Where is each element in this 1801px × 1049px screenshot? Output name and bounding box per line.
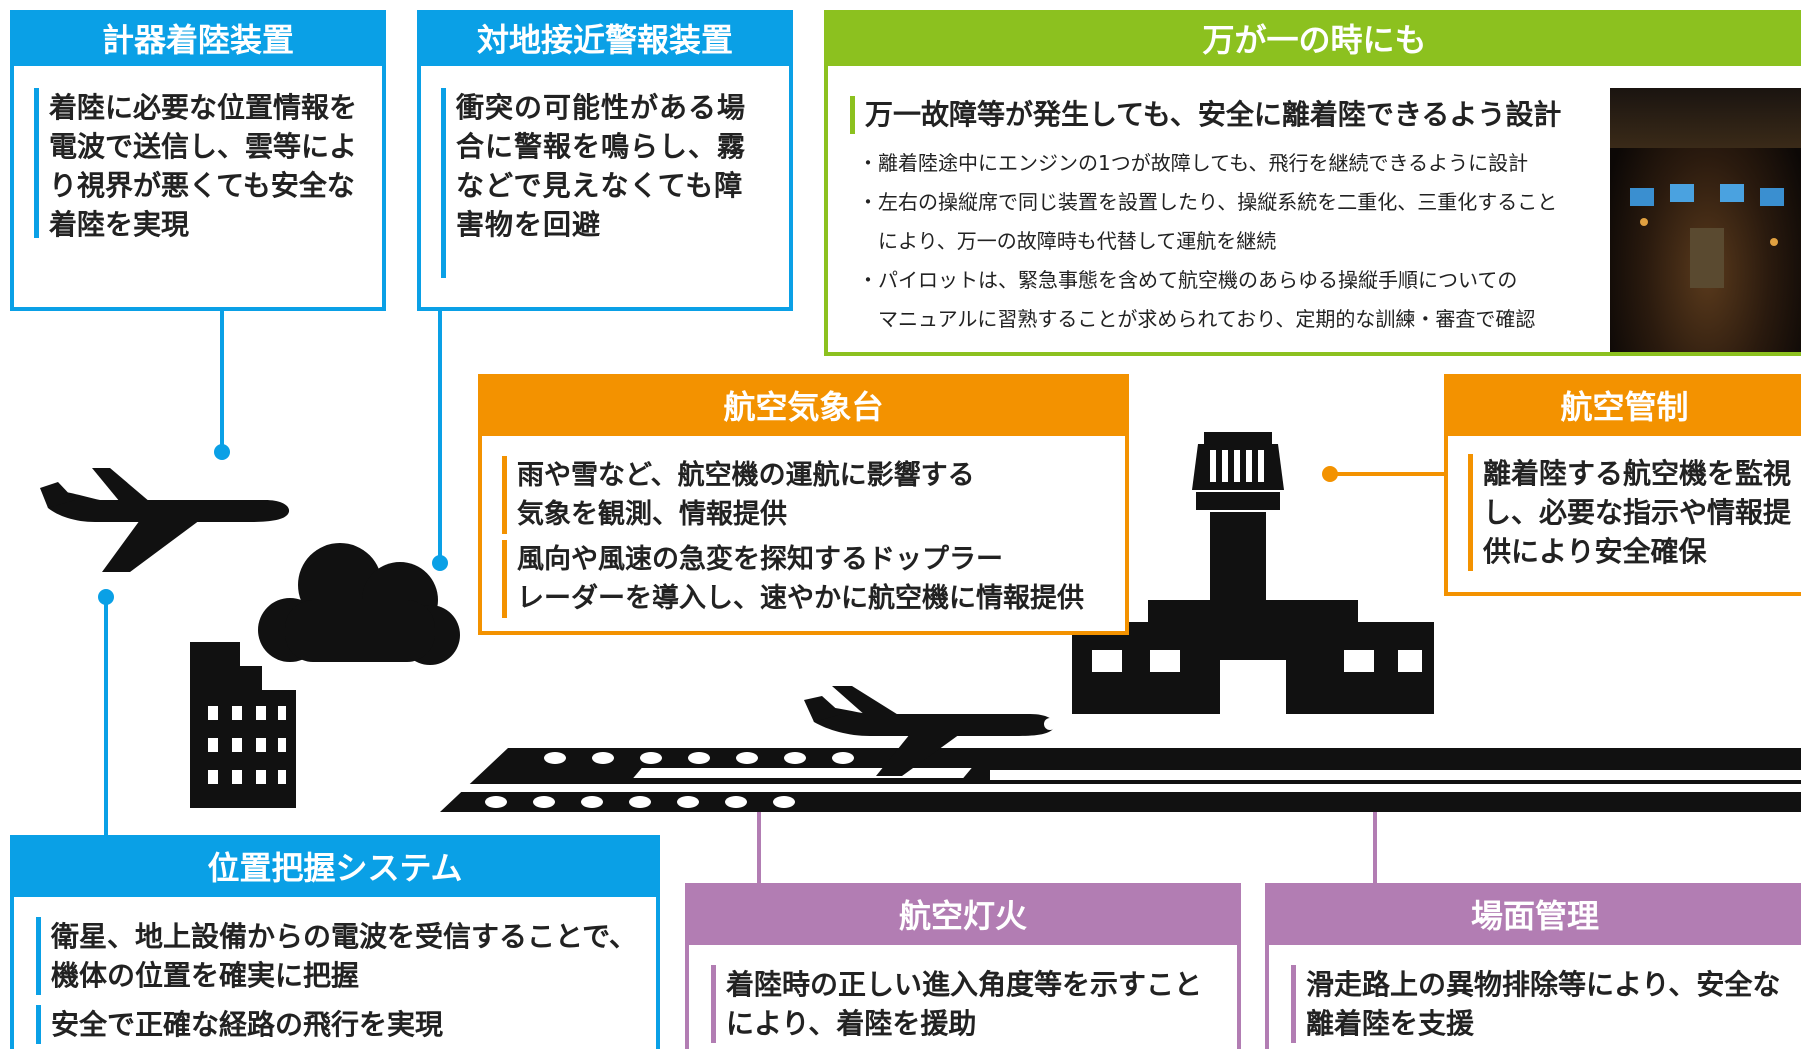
surface-title: 場面管理 xyxy=(1269,887,1801,945)
tower-windows xyxy=(1092,450,1422,714)
airplane-icon xyxy=(40,468,290,572)
surface-panel: 場面管理 滑走路上の異物排除等により、安全な 離着陸を支援 xyxy=(1265,883,1801,1049)
safety-lead: 万一故障等が発生しても、安全に離着陸できるよう設計 xyxy=(850,96,1561,134)
safety-item-1: ・離着陸途中にエンジンの1つが故障しても、飛行を継続できるように設計 xyxy=(858,151,1529,175)
atc-body: 離着陸する航空機を監視し、必要な指示や情報提供により安全確保 xyxy=(1468,454,1801,571)
position-panel: 位置把握システム 衛星、地上設備からの電波を受信することで、 機体の位置を確実に… xyxy=(10,835,660,1049)
surface-body-line-2: 離着陸を支援 xyxy=(1306,1007,1475,1040)
met-item-2-line-2: レーダーを導入し、速やかに航空機に情報提供 xyxy=(517,583,1084,614)
atc-panel: 航空管制 離着陸する航空機を監視し、必要な指示や情報提供により安全確保 xyxy=(1444,374,1801,596)
safety-panel: 万が一の時にも 万一故障等が発生しても、安全に離着陸できるよう設計 ・離着陸途中… xyxy=(824,10,1801,356)
met-panel: 航空気象台 雨や雪など、航空機の運航に影響する 気象を観測、情報提供 風向や風速… xyxy=(478,374,1129,635)
position-item-1-line-1: 衛星、地上設備からの電波を受信することで、 xyxy=(51,920,638,953)
lights-body: 着陸時の正しい進入角度等を示すこと により、着陸を援助 xyxy=(711,965,1237,1043)
gpws-title: 対地接近警報装置 xyxy=(421,14,789,66)
safety-item-2-cont: により、万一の故障時も代替して運航を継続 xyxy=(858,229,1277,253)
position-title: 位置把握システム xyxy=(14,839,656,897)
ils-title: 計器着陸装置 xyxy=(14,14,382,66)
lights-body-line-1: 着陸時の正しい進入角度等を示すこと xyxy=(726,968,1203,1001)
ils-panel: 計器着陸装置 着陸に必要な位置情報を電波で送信し、雲等により視界が悪くても安全な… xyxy=(10,10,386,311)
position-item-1: 衛星、地上設備からの電波を受信することで、 機体の位置を確実に把握 xyxy=(36,917,656,995)
safety-item-3: ・パイロットは、緊急事態を含めて航空機のあらゆる操縦手順についての xyxy=(858,268,1518,292)
position-item-1-line-2: 機体の位置を確実に把握 xyxy=(51,959,360,992)
surface-body: 滑走路上の異物排除等により、安全な 離着陸を支援 xyxy=(1291,965,1801,1043)
gpws-body: 衝突の可能性がある場合に警報を鳴らし、霧などで見えなくても障害物を回避 xyxy=(441,88,769,278)
runway xyxy=(440,748,1801,812)
met-item-1-line-1: 雨や雪など、航空機の運航に影響する xyxy=(517,460,975,491)
safety-title: 万が一の時にも xyxy=(828,14,1801,66)
gpws-panel: 対地接近警報装置 衝突の可能性がある場合に警報を鳴らし、霧などで見えなくても障害… xyxy=(417,10,793,311)
safety-item-3-cont: マニュアルに習熟することが求められており、定期的な訓練・審査で確認 xyxy=(858,307,1536,331)
lights-panel: 航空灯火 着陸時の正しい進入角度等を示すこと により、着陸を援助 xyxy=(685,883,1241,1049)
atc-title: 航空管制 xyxy=(1448,378,1801,436)
lights-body-line-2: により、着陸を援助 xyxy=(726,1007,977,1040)
ils-body: 着陸に必要な位置情報を電波で送信し、雲等により視界が悪くても安全な着陸を実現 xyxy=(34,88,362,241)
surface-body-line-1: 滑走路上の異物排除等により、安全な xyxy=(1306,968,1781,1001)
building-icon xyxy=(190,642,296,808)
met-item-2-line-1: 風向や風速の急変を探知するドップラー xyxy=(517,544,1003,575)
met-item-1-line-2: 気象を観測、情報提供 xyxy=(517,499,787,530)
runway-lights xyxy=(485,752,854,808)
met-title: 航空気象台 xyxy=(482,378,1125,436)
position-item-2-line-1: 安全で正確な経路の飛行を実現 xyxy=(51,1008,444,1041)
safety-item-2: ・左右の操縦席で同じ装置を設置したり、操縦系統を二重化、三重化すること xyxy=(858,190,1558,214)
met-item-1: 雨や雪など、航空機の運航に影響する 気象を観測、情報提供 xyxy=(502,456,1125,534)
position-item-2: 安全で正確な経路の飛行を実現 xyxy=(36,1005,656,1044)
lights-title: 航空灯火 xyxy=(689,887,1237,945)
landing-airplane-icon xyxy=(804,686,1056,776)
cloud-icon xyxy=(258,543,460,665)
cockpit-photo xyxy=(1610,88,1801,352)
met-item-2: 風向や風速の急変を探知するドップラー レーダーを導入し、速やかに航空機に情報提供 xyxy=(502,540,1125,618)
